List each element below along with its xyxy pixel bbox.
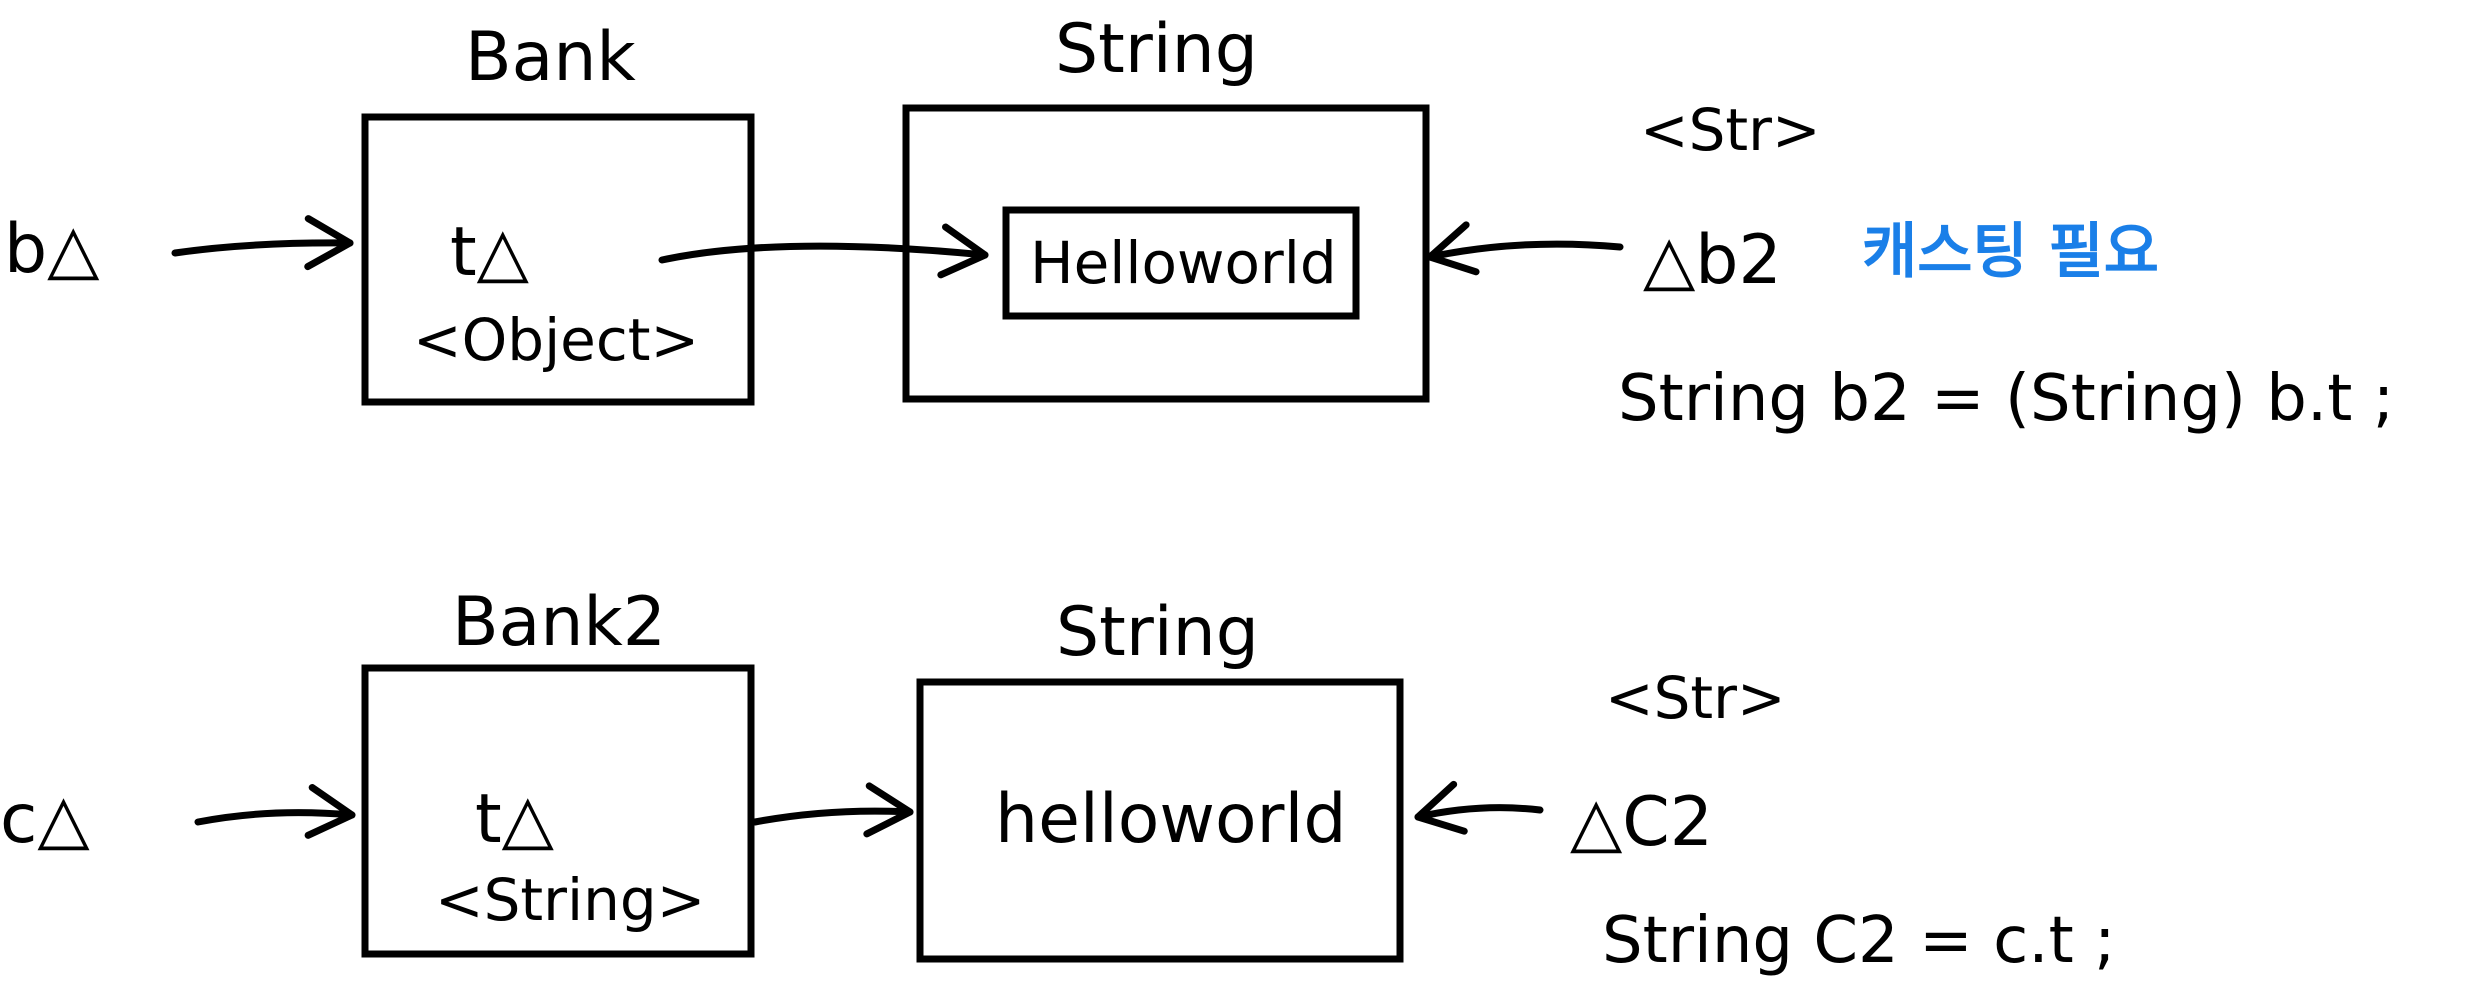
ref-c2-type: <Str>	[1605, 664, 1786, 732]
ref-b-label: b△	[4, 210, 100, 289]
bank-title: Bank	[465, 18, 636, 97]
arrow-c-to-bank2	[194, 784, 356, 839]
arrow-t-to-string	[658, 223, 989, 279]
string2-title: String	[1056, 593, 1259, 672]
code-c2: String C2 = c.t ;	[1602, 904, 2116, 978]
string-value-box	[1002, 206, 1360, 320]
bank2-field-type: <String>	[435, 866, 705, 934]
bottom-diagram: c△ Bank2 t△ <String> String helloworld <…	[0, 583, 2116, 978]
bank2-title: Bank2	[452, 583, 666, 662]
casting-note: 캐스팅 필요	[1862, 217, 2159, 287]
arrow-t2-to-string	[751, 782, 914, 838]
string-value: Helloworld	[1030, 229, 1337, 297]
arrow-b-to-bank	[171, 215, 354, 271]
top-diagram: b△ Bank t△ <Object> String Helloworld <S…	[4, 10, 2394, 436]
arrow-b2-to-string	[1426, 221, 1624, 276]
string-box	[902, 104, 1430, 403]
bank-field-type: <Object>	[413, 306, 699, 374]
bank-field-label: t△	[450, 213, 530, 292]
ref-c2-label: △C2	[1570, 783, 1713, 862]
bank-box	[361, 113, 755, 406]
ref-b2-type: <Str>	[1640, 96, 1821, 164]
ref-b2-label: △b2	[1643, 221, 1782, 300]
arrow-c2-to-string	[1414, 780, 1544, 835]
string-title: String	[1055, 10, 1258, 89]
ref-c-label: c△	[0, 780, 90, 859]
code-b2: String b2 = (String) b.t ;	[1618, 362, 2394, 436]
bank2-box	[361, 664, 755, 958]
bank2-field-label: t△	[475, 780, 555, 859]
string2-box	[916, 678, 1404, 963]
string2-value: helloworld	[995, 780, 1347, 859]
